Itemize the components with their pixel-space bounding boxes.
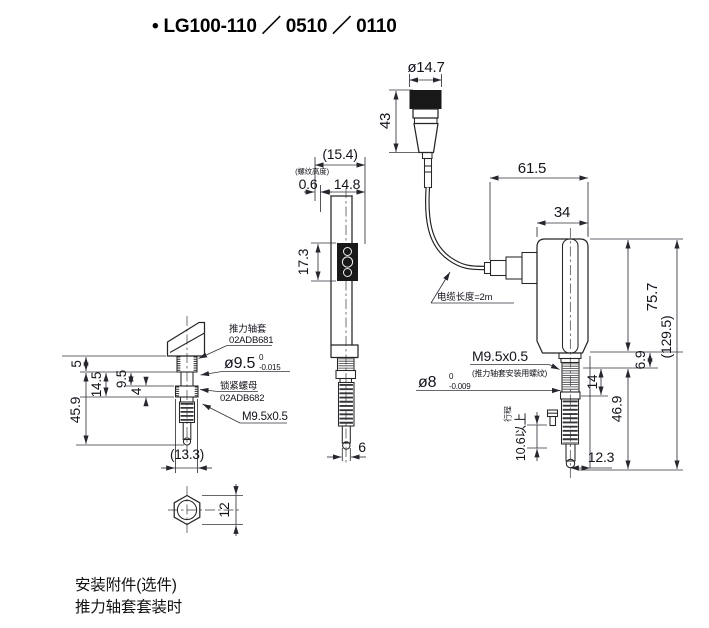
- nut-label: 锁紧螺母: [220, 380, 257, 392]
- bushing-label: 推力轴套: [229, 323, 267, 335]
- cable-length-note: 电缆长度=2m: [437, 291, 493, 303]
- dim-acc-45-9: 45.9: [67, 396, 83, 423]
- main-stem-dia: ø8: [418, 374, 437, 391]
- dim-main-body-w: 34: [554, 204, 570, 221]
- dim-side-block: 17.3: [295, 248, 311, 275]
- main-view: 61.5 34 75.7 6.9 46.9: [416, 160, 683, 478]
- dim-connector-length: 43: [377, 113, 394, 129]
- dim-main-boss: 14: [585, 374, 600, 389]
- connector-grip-band: [409, 90, 442, 109]
- hex-bottom-view: 12: [168, 484, 243, 536]
- dim-side-total: (15.4): [322, 146, 357, 162]
- dim-side-body: 14.8: [334, 176, 361, 192]
- side-view: (15.4) (螺纹高度) 0.6 14.8 17.3 6: [295, 146, 366, 465]
- main-thread-label: M9.5x0.5: [472, 348, 528, 364]
- dim-connector-dia: ø14.7: [407, 59, 444, 76]
- dim-main-offset: 12.3: [588, 449, 615, 465]
- side-connector-block: [337, 243, 358, 281]
- accessory-view: 5 14.5 9.5 4 45.9 (13.3) 推力轴套 02ADB681 ø…: [62, 316, 290, 473]
- stroke-label: 行程: [503, 406, 513, 422]
- nut-part-no: 02ADB682: [220, 393, 264, 404]
- acc-thread-label: M9.5x0.5: [242, 411, 288, 423]
- bushing-part-no: 02ADB681: [229, 335, 273, 346]
- cable: 电缆长度=2m: [425, 187, 514, 304]
- clamp-screw-icon: [546, 409, 559, 427]
- footer-line-1: 安装附件(选件): [75, 576, 177, 594]
- main-thread-note: (推力轴套安装用螺纹): [472, 368, 548, 378]
- dim-acc-5: 5: [69, 360, 84, 367]
- dim-side-tip: 6: [358, 439, 366, 455]
- dim-acc-dia-tol-upper: 0: [259, 353, 264, 362]
- main-body-outline: [536, 238, 589, 354]
- main-stem-tol-lower: -0.009: [449, 382, 471, 391]
- dim-acc-dia-tol-lower: -0.015: [259, 363, 281, 372]
- dim-main-overall-w: 61.5: [518, 160, 546, 177]
- dim-acc-hex-w: (13.3): [170, 447, 204, 462]
- main-stem-tol-upper: 0: [449, 372, 454, 381]
- dim-main-base: 6.9: [632, 350, 648, 369]
- thread-height-note: (螺纹高度): [295, 166, 329, 176]
- dim-acc-dia: ø9.5: [224, 355, 256, 372]
- page-title: • LG100-110 ／ 0510 ／ 0110: [152, 14, 397, 37]
- footer-line-2: 推力轴套套装时: [75, 598, 182, 616]
- dim-acc-4: 4: [129, 387, 144, 395]
- dim-hex-af: 12: [216, 502, 232, 518]
- dim-main-stroke: 10.6以上: [514, 413, 528, 461]
- connector-view: ø14.7 43: [377, 59, 445, 189]
- dim-side-thread: 0.6: [299, 176, 318, 192]
- hex-nut-outline: [173, 494, 201, 526]
- dim-main-lower: 46.9: [609, 395, 625, 422]
- dim-acc-14-5: 14.5: [89, 372, 104, 397]
- dim-acc-9-5: 9.5: [114, 370, 129, 388]
- footer-notes: 安装附件(选件) 推力轴套套装时: [75, 576, 182, 616]
- body-break-outline: [166, 321, 206, 357]
- dim-main-overall-h: (129.5): [658, 316, 674, 359]
- dim-main-body-h: 75.7: [644, 283, 661, 311]
